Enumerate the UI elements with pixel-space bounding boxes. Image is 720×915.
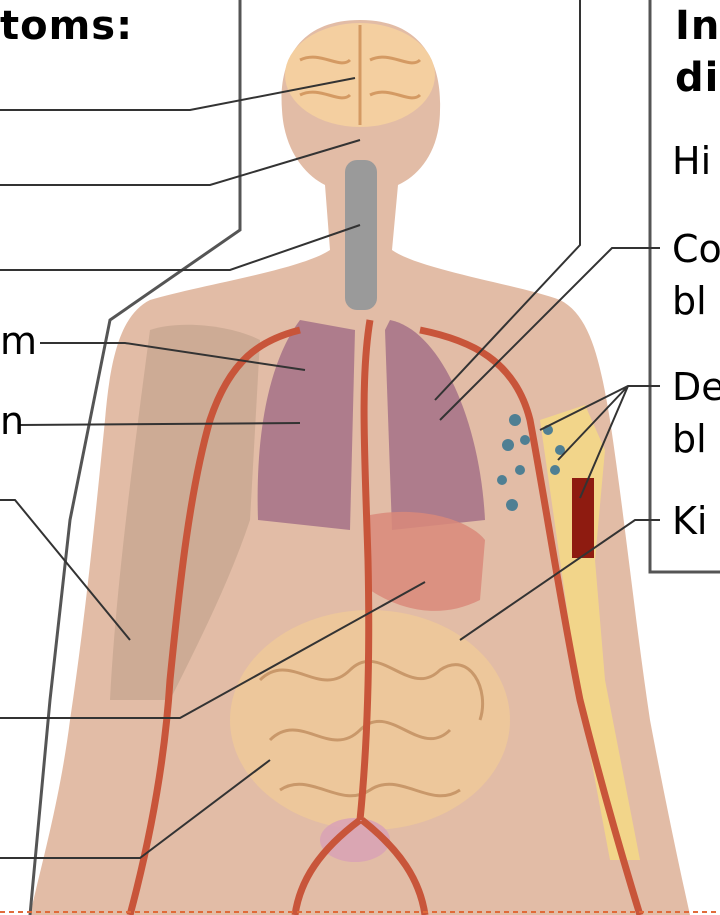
right-item-1: Hi — [672, 140, 711, 183]
trachea — [345, 160, 377, 310]
left-label-fragment-2: n — [0, 400, 24, 443]
right-item-3-line1: De — [672, 366, 720, 409]
left-panel-title: toms: — [0, 4, 133, 49]
right-item-2-line2: bl — [672, 280, 707, 323]
liver — [370, 512, 485, 611]
right-item-4: Ki — [672, 500, 707, 543]
right-panel-title-line2: di — [675, 56, 719, 101]
right-panel-title-line1: In — [675, 4, 720, 49]
right-item-2-line1: Co — [672, 228, 720, 271]
right-item-3-line2: bl — [672, 418, 707, 461]
left-label-fragment-1: m — [0, 320, 37, 363]
